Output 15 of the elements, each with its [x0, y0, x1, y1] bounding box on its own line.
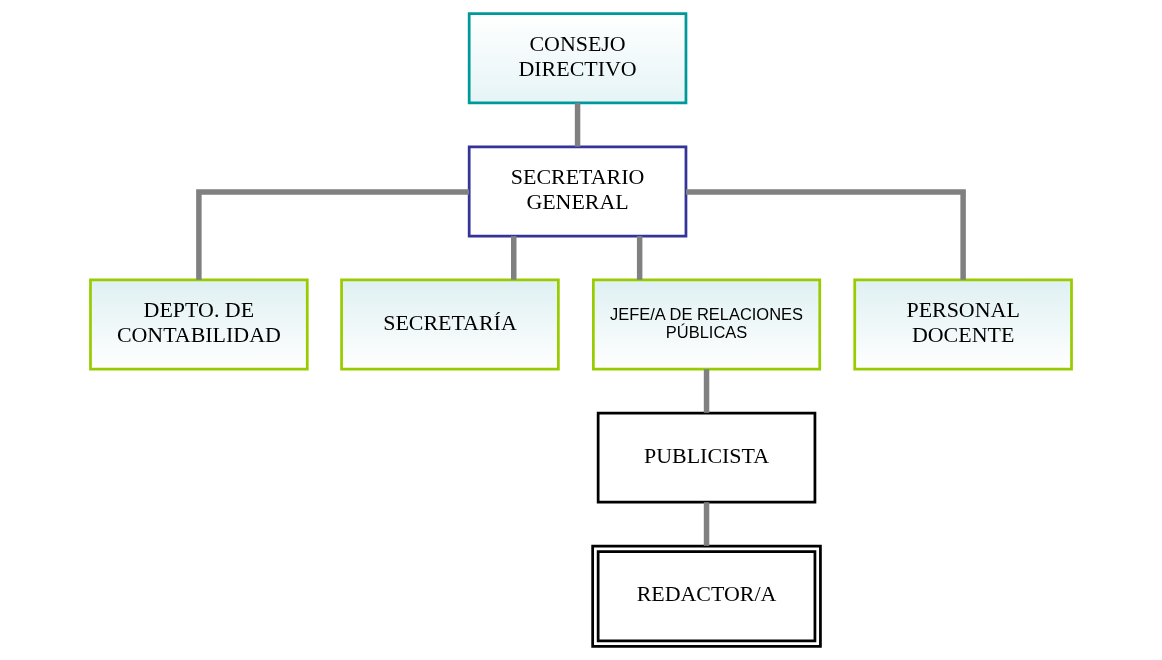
node-box: PUBLICISTA	[596, 411, 817, 504]
connector	[686, 189, 966, 280]
connector	[574, 103, 581, 147]
connector	[703, 502, 710, 546]
connector	[511, 236, 517, 280]
node-box: CONSEJO DIRECTIVO	[467, 12, 688, 105]
node-box: REDACTOR/A	[591, 544, 822, 648]
node-box: SECRETARIO GENERAL	[467, 145, 688, 238]
connector	[196, 189, 470, 280]
node-box: SECRETARÍA	[340, 278, 560, 371]
connector	[636, 236, 643, 280]
node-box: PERSONAL DOCENTE	[853, 278, 1073, 371]
connector	[703, 369, 710, 413]
node-box: DEPTO. DE CONTABILIDAD	[89, 278, 309, 371]
node-box: JEFE/A DE RELACIONES PÚBLICAS	[592, 278, 822, 371]
